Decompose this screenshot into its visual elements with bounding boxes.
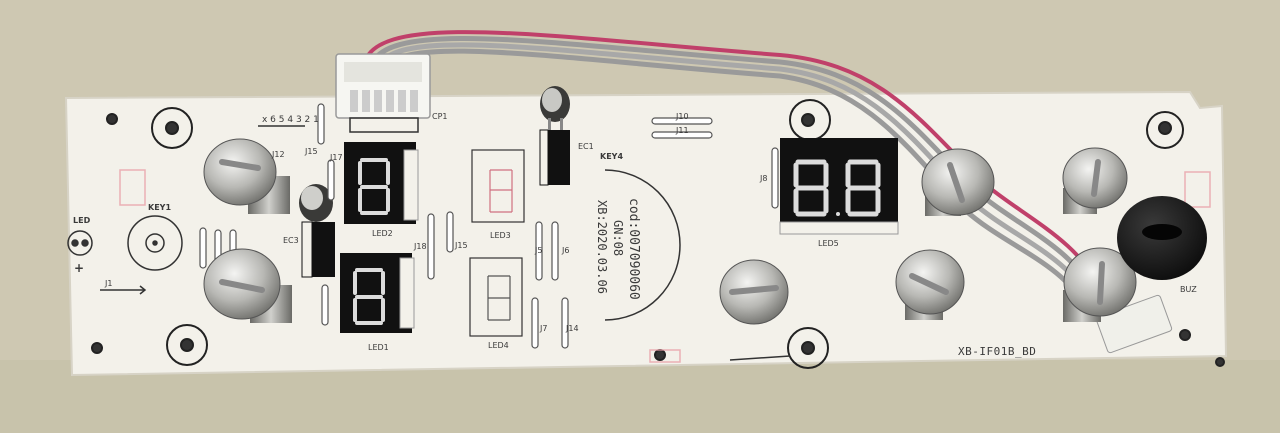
- led2-display: [344, 142, 419, 224]
- cp1-connector: [335, 53, 431, 133]
- label-buz: BUZ: [1180, 285, 1197, 294]
- label-j10: J10: [676, 112, 689, 121]
- label-j11: J11: [676, 126, 689, 135]
- label-led3: LED3: [490, 231, 511, 240]
- header-pin-text: x 6 5 4 3 2 1: [262, 115, 319, 125]
- label-led5: LED5: [818, 239, 839, 248]
- label-key1: KEY1: [148, 203, 172, 212]
- label-j15: J15: [305, 147, 318, 156]
- board-model: XB-IF01B_BD: [958, 345, 1037, 358]
- led-footprint: [67, 230, 93, 256]
- label-j7: J7: [540, 324, 548, 333]
- key4-footprint: [604, 169, 681, 321]
- capacitor-ec3: [299, 184, 335, 278]
- led1-display: [340, 253, 415, 333]
- label-j14: J14: [566, 324, 579, 333]
- label-ec3: EC3: [283, 236, 299, 245]
- label-cp1: CP1: [432, 112, 448, 121]
- led5-display: [779, 138, 899, 235]
- label-key4: KEY4: [600, 152, 624, 161]
- board-date: XB:2020.03.06: [595, 200, 609, 294]
- key-buttons: [203, 138, 1137, 325]
- label-j17: J17: [330, 153, 343, 162]
- buzzer: [1117, 196, 1207, 280]
- led4-footprint: [469, 257, 523, 337]
- label-ec1: EC1: [578, 142, 594, 151]
- label-j18: J18: [414, 242, 427, 251]
- label-led: LED: [73, 216, 91, 225]
- label-plus: +: [74, 261, 85, 275]
- label-j1: J1: [105, 279, 113, 288]
- label-j8: J8: [760, 174, 768, 183]
- label-led2: LED2: [372, 229, 393, 238]
- label-led4: LED4: [488, 341, 509, 350]
- key1-footprint: [127, 215, 183, 271]
- label-led1: LED1: [368, 343, 389, 352]
- board-gn: GN:08: [611, 220, 625, 257]
- led3-footprint: [471, 149, 525, 223]
- mounting-holes: [91, 99, 1225, 369]
- capacitor-ec1: [539, 86, 570, 186]
- label-j15b: J15: [455, 241, 468, 250]
- label-j12: J12: [272, 150, 285, 159]
- label-j5: J5: [535, 246, 543, 255]
- board-code: cod:007090060: [626, 198, 641, 300]
- label-j6: J6: [562, 246, 570, 255]
- wire-harness: [363, 30, 1102, 311]
